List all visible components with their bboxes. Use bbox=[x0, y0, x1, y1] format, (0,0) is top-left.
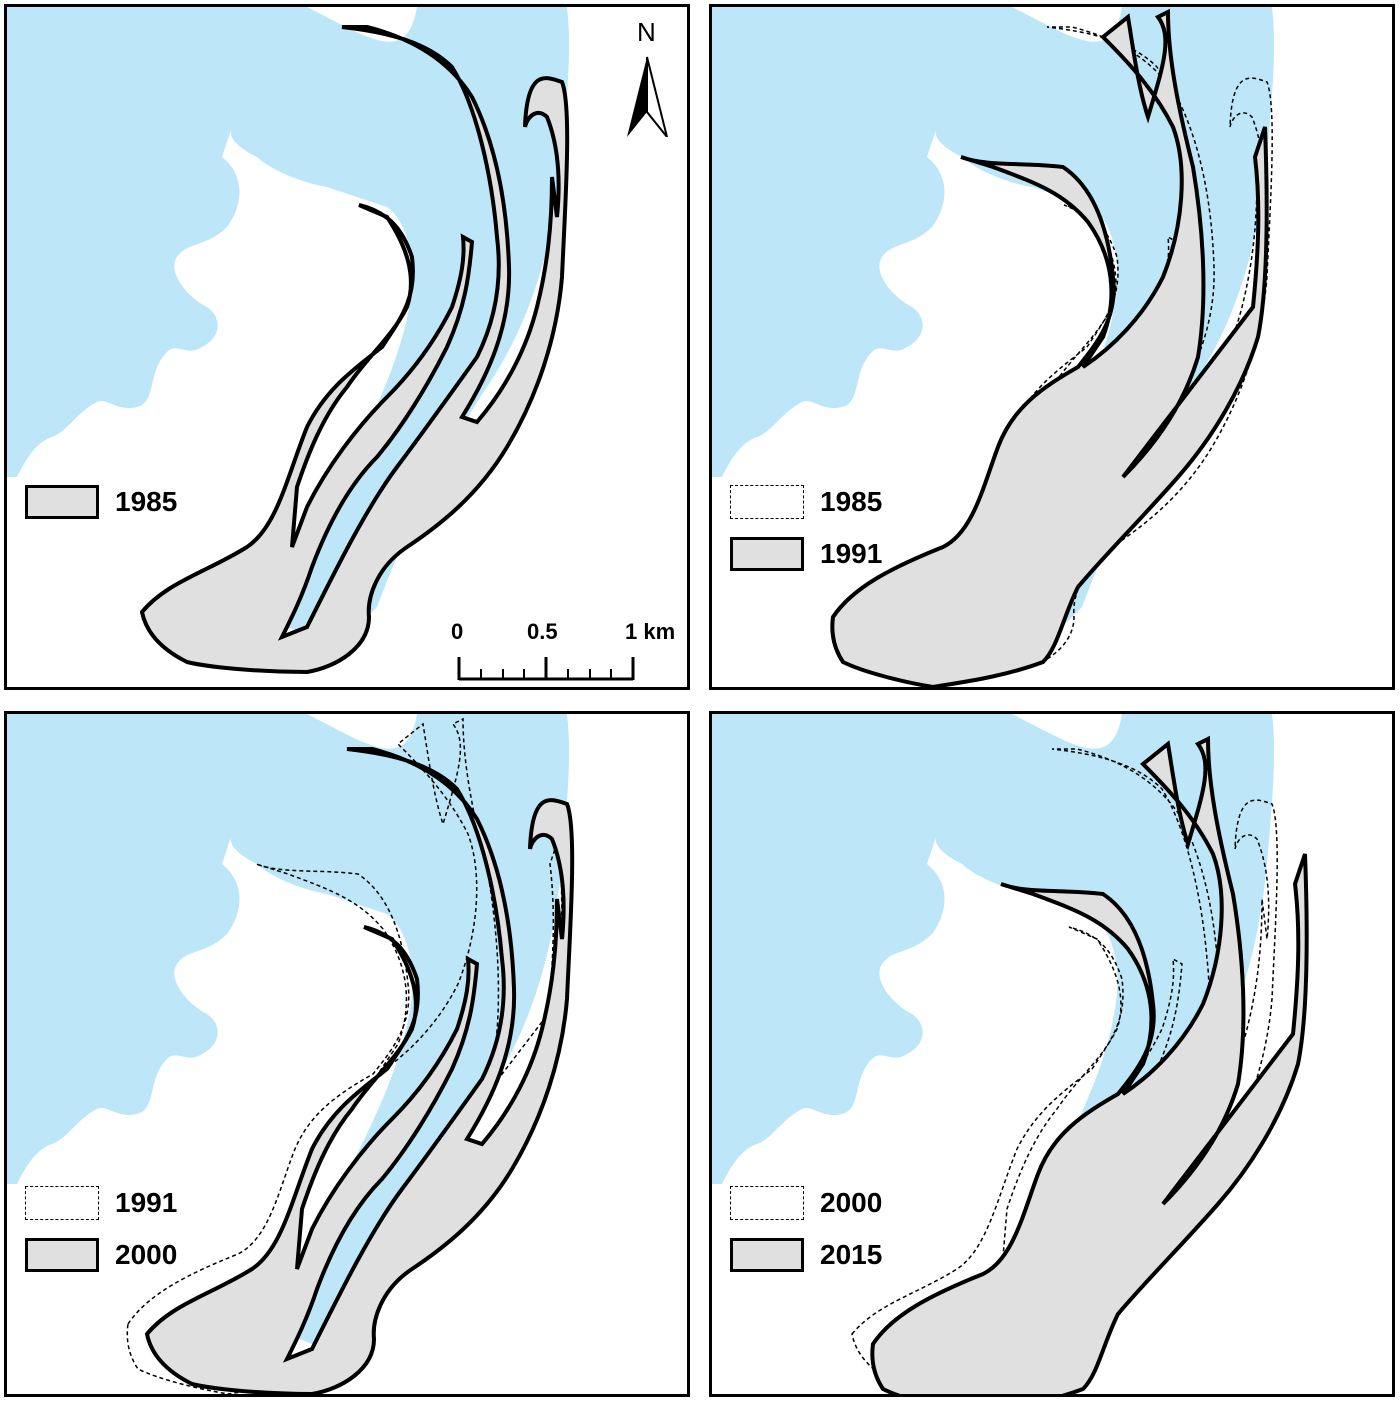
scale-label-half: 0.5 bbox=[527, 619, 558, 644]
map-panel-1: N 0 0.5 1 km 1985 bbox=[4, 4, 690, 690]
scale-label-1km: 1 km bbox=[625, 619, 676, 644]
legend-label: 1985 bbox=[115, 486, 178, 517]
legend-label: 1991 bbox=[820, 538, 883, 569]
map-panel-3: 1991 2000 bbox=[4, 711, 690, 1397]
legend-swatch-current bbox=[730, 537, 804, 571]
north-arrow: N bbox=[615, 17, 679, 137]
legend-swatch-previous bbox=[25, 1186, 99, 1220]
map-canvas bbox=[7, 714, 575, 1394]
map-panel-2: 1985 1991 bbox=[709, 4, 1395, 690]
map-canvas bbox=[7, 7, 570, 674]
legend-swatch-current bbox=[25, 485, 99, 519]
map-panel-4: 2000 2015 bbox=[709, 711, 1395, 1397]
map-canvas bbox=[712, 714, 1309, 1394]
map-canvas bbox=[712, 7, 1275, 687]
scale-bar-ruler bbox=[457, 657, 635, 681]
north-arrow-icon bbox=[627, 56, 668, 137]
legend-label: 2015 bbox=[820, 1239, 883, 1270]
north-label: N bbox=[637, 17, 656, 47]
legend-label: 1985 bbox=[820, 486, 883, 517]
scale-label-0: 0 bbox=[451, 619, 464, 644]
legend-swatch-current bbox=[730, 1238, 804, 1272]
legend-swatch-previous bbox=[730, 1186, 804, 1220]
legend-swatch-previous bbox=[730, 485, 804, 519]
legend-swatch-current bbox=[25, 1238, 99, 1272]
scale-bar: 0 0.5 1 km bbox=[437, 619, 687, 687]
legend-label: 2000 bbox=[115, 1239, 178, 1270]
legend-label: 1991 bbox=[115, 1187, 178, 1218]
legend-label: 2000 bbox=[820, 1187, 883, 1218]
